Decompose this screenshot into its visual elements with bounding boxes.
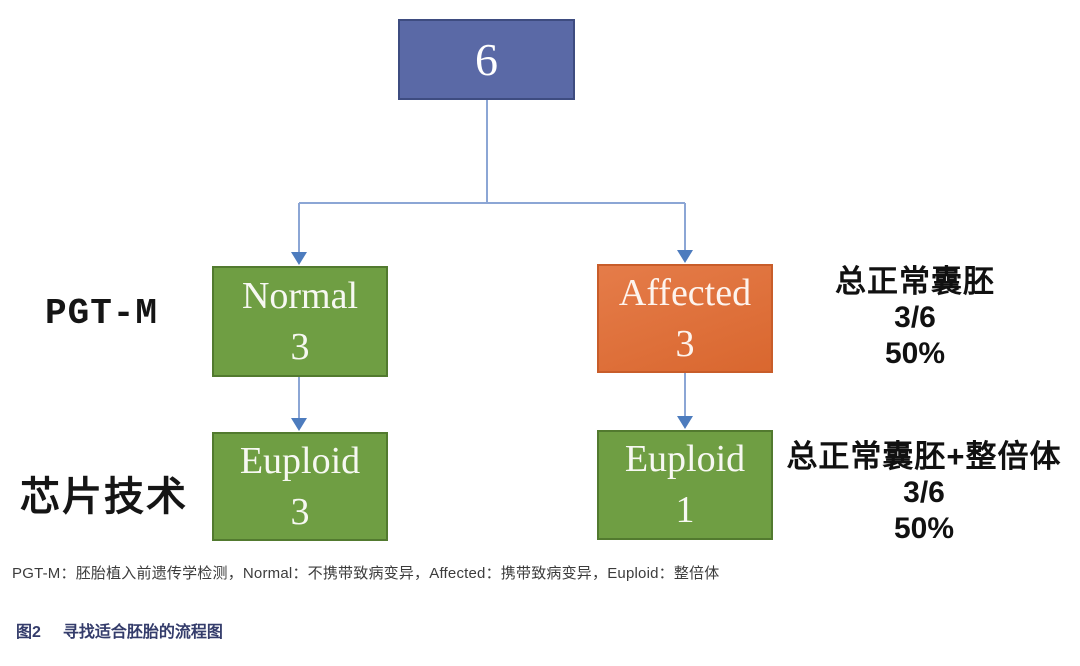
annotation-title: 总正常囊胚: [835, 264, 995, 299]
flow-node-root: 6: [398, 19, 575, 100]
abbreviation-footnote: PGT-M：胚胎植入前遗传学检测，Normal：不携带致病变异，Affected…: [12, 565, 720, 582]
row-label-pgt-m: PGT-M: [45, 293, 159, 334]
node-label: Affected: [618, 271, 752, 314]
annotation-fraction: 3/6: [894, 301, 936, 334]
annotation-fraction: 3/6: [903, 476, 945, 509]
node-count: 1: [675, 489, 695, 531]
node-label: Normal: [241, 274, 359, 317]
node-label: Euploid: [624, 438, 746, 481]
figure-caption-text: 寻找适合胚胎的流程图: [62, 624, 223, 641]
flow-node-normal: Normal 3: [212, 266, 388, 377]
node-count: 3: [290, 325, 310, 368]
flow-node-euploid-left: Euploid 3: [212, 432, 388, 541]
arrowhead-right-top: [677, 250, 693, 263]
flow-node-affected: Affected 3: [597, 264, 773, 373]
annotation-percent: 50%: [884, 337, 946, 370]
node-value: 6: [475, 33, 498, 85]
arrowhead-left-bottom: [291, 418, 307, 431]
annotation-normal-blastocyst-rate: 总正常囊胚 3/6 50%: [790, 263, 1040, 372]
arrowhead-left-top: [291, 252, 307, 265]
node-label: Euploid: [239, 439, 361, 482]
node-count: 3: [290, 490, 310, 533]
arrowhead-right-bottom: [677, 416, 693, 429]
figure-caption-label: 图2: [16, 624, 41, 641]
node-count: 3: [675, 322, 695, 365]
figure-caption: 图2 寻找适合胚胎的流程图: [16, 618, 223, 642]
annotation-normal-euploid-rate: 总正常囊胚+整倍体 3/6 50%: [768, 438, 1080, 547]
flow-node-euploid-right: Euploid 1: [597, 430, 773, 540]
annotation-title: 总正常囊胚+整倍体: [786, 439, 1062, 474]
row-label-chip-technology: 芯片技术: [20, 475, 188, 519]
annotation-percent: 50%: [893, 512, 955, 545]
